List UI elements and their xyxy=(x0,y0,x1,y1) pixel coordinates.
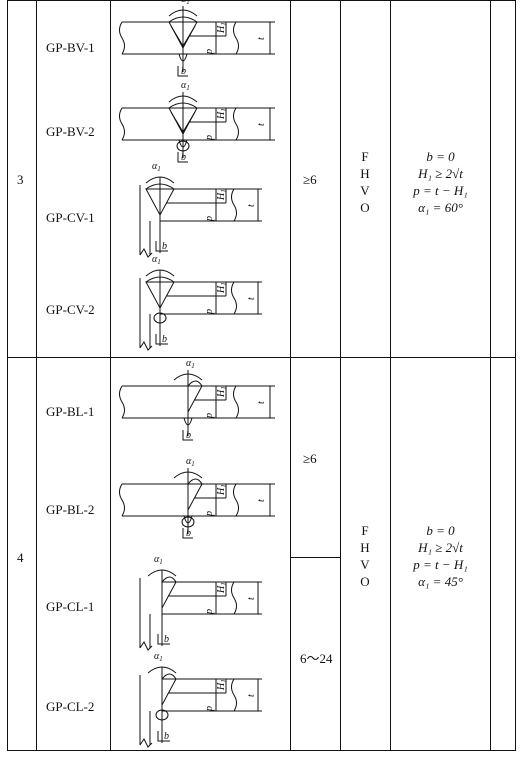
svg-text:H1: H1 xyxy=(216,22,228,34)
svg-text:t: t xyxy=(246,597,257,600)
joint-code: GP-CL-1 xyxy=(46,599,95,614)
svg-text:t: t xyxy=(256,401,267,404)
svg-text:p: p xyxy=(204,413,215,419)
condition-line: α₁ = 60° xyxy=(418,200,463,215)
svg-text:H1: H1 xyxy=(216,108,228,120)
thickness-value: 6～24 xyxy=(300,651,333,666)
position-letter: V xyxy=(360,183,370,198)
condition-line: H₁ ≥ 2√t xyxy=(418,540,463,555)
svg-text:H1: H1 xyxy=(216,582,228,594)
table-border xyxy=(7,0,516,751)
condition-line: H₁ ≥ 2√t xyxy=(418,166,463,181)
svg-text:H1: H1 xyxy=(216,484,228,496)
weld-positions: F H V O xyxy=(358,522,372,590)
svg-text:b: b xyxy=(186,528,191,539)
svg-text:t: t xyxy=(246,297,257,300)
svg-text:p: p xyxy=(204,706,215,712)
position-letter: F xyxy=(361,149,369,164)
svg-text:p: p xyxy=(204,511,215,517)
condition-line: p = t − H₁ xyxy=(413,557,468,572)
thickness-value: ≥6 xyxy=(303,451,317,466)
svg-text:b: b xyxy=(186,430,191,441)
joint-code: GP-BL-2 xyxy=(46,502,95,517)
condition-line: b = 0 xyxy=(426,523,455,538)
svg-text:H1: H1 xyxy=(216,679,228,691)
svg-text:p: p xyxy=(204,609,215,615)
svg-text:α1: α1 xyxy=(181,0,190,6)
condition-line: p = t − H₁ xyxy=(413,183,468,198)
svg-text:α1: α1 xyxy=(152,254,161,266)
condition-line: b = 0 xyxy=(426,149,455,164)
group-number: 3 xyxy=(17,172,24,187)
joint-code: GP-BL-1 xyxy=(46,404,95,419)
group-number: 4 xyxy=(17,550,24,565)
svg-text:t: t xyxy=(256,123,267,126)
joint-code: GP-CV-1 xyxy=(46,210,95,225)
position-letter: H xyxy=(360,166,370,181)
position-letter: O xyxy=(360,574,370,589)
svg-text:t: t xyxy=(256,37,267,40)
svg-text:b: b xyxy=(162,241,167,252)
svg-text:p: p xyxy=(204,309,215,315)
svg-text:p: p xyxy=(204,135,215,141)
svg-text:t: t xyxy=(256,499,267,502)
svg-text:t: t xyxy=(246,694,257,697)
svg-text:α1: α1 xyxy=(181,80,190,92)
position-letter: H xyxy=(360,540,370,555)
svg-text:b: b xyxy=(162,334,167,345)
joint-code: GP-BV-1 xyxy=(46,40,95,55)
svg-text:b: b xyxy=(181,66,186,77)
joint-code: GP-CV-2 xyxy=(46,302,95,317)
svg-text:b: b xyxy=(164,634,169,645)
joint-code: GP-CL-2 xyxy=(46,699,95,714)
conditions: b = 0 H₁ ≥ 2√t p = t − H₁ α₁ = 45° xyxy=(391,522,490,590)
svg-text:b: b xyxy=(181,152,186,163)
svg-text:H1: H1 xyxy=(216,282,228,294)
svg-text:t: t xyxy=(246,204,257,207)
position-letter: V xyxy=(360,557,370,572)
joint-code: GP-BV-2 xyxy=(46,124,95,139)
position-letter: O xyxy=(360,200,370,215)
condition-line: α₁ = 45° xyxy=(418,574,463,589)
svg-text:H1: H1 xyxy=(216,386,228,398)
svg-text:α1: α1 xyxy=(154,651,163,663)
svg-text:α1: α1 xyxy=(152,161,161,173)
position-letter: F xyxy=(361,523,369,538)
svg-text:p: p xyxy=(204,49,215,55)
svg-text:b: b xyxy=(164,731,169,742)
conditions: b = 0 H₁ ≥ 2√t p = t − H₁ α₁ = 60° xyxy=(391,148,490,216)
svg-text:H1: H1 xyxy=(216,189,228,201)
svg-text:p: p xyxy=(204,216,215,222)
weld-positions: F H V O xyxy=(358,148,372,216)
svg-text:α1: α1 xyxy=(186,456,195,468)
svg-text:α1: α1 xyxy=(154,554,163,566)
thickness-value: ≥6 xyxy=(303,172,317,187)
svg-text:α1: α1 xyxy=(186,358,195,370)
